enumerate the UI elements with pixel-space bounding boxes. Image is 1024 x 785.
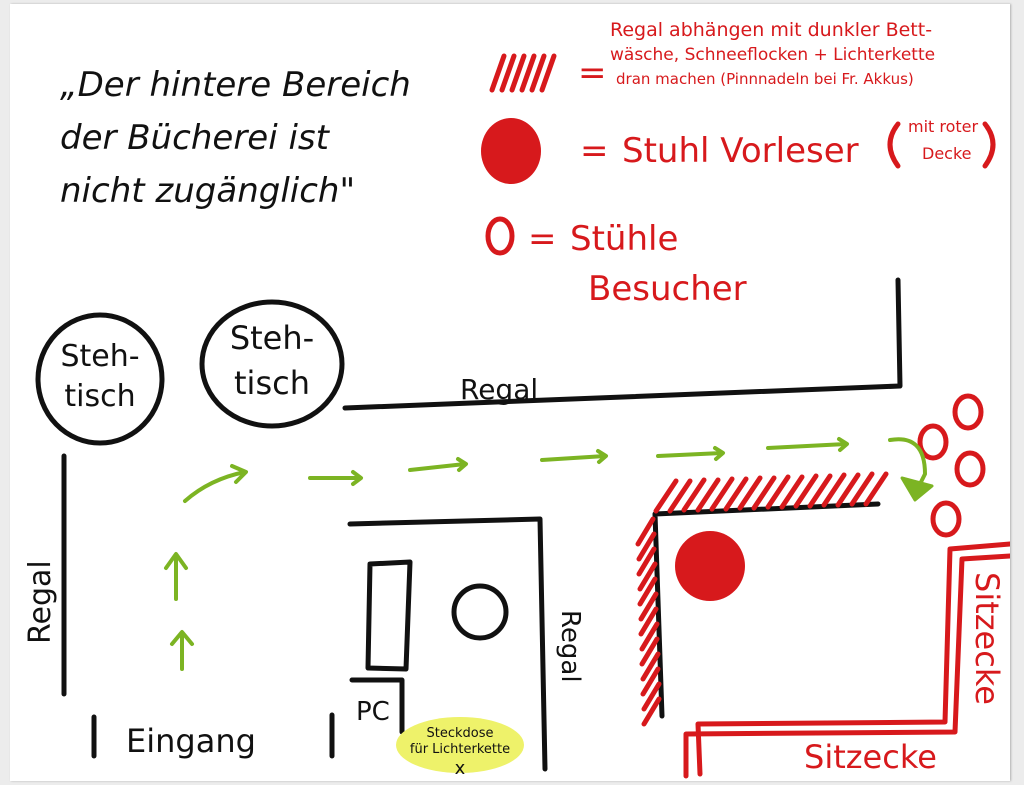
standing-table-1-label-line-1: Steh-: [60, 339, 139, 374]
path-final-curve: [888, 437, 927, 496]
visitor-chair-legend-circle: [485, 216, 515, 256]
outlet-label-line-2: für Lichterkette: [410, 742, 510, 757]
path-final-arrowhead: [900, 476, 934, 502]
pc-corner: [349, 677, 405, 735]
seating-corner-bottom-label: Sitzecke: [804, 738, 937, 776]
whiteboard-page: „Der hintere Bereich der Bücherei ist ni…: [10, 4, 1013, 781]
note-open-paren: [887, 121, 901, 169]
visitor-chair-label-line-2: Besucher: [588, 269, 747, 309]
middle-round-object: [451, 583, 509, 641]
visitor-chair-2: [917, 423, 949, 461]
reading-corner: Sitzecke Sitzecke: [675, 393, 1013, 779]
reader-note-line-1: mit roter: [908, 117, 979, 136]
outlet-marker: x: [455, 758, 466, 779]
hatch-equals-sign: =: [578, 53, 607, 93]
pc-desk: [365, 559, 413, 672]
path-dash-5: [766, 437, 849, 452]
top-shelf-wall: [342, 277, 903, 411]
reader-chair-label: Stuhl Vorleser: [622, 131, 859, 171]
path-arrow-up-1-head: [170, 630, 194, 646]
seating-corner-outline-inner: [695, 541, 1013, 777]
entrance-label: Eingang: [126, 722, 256, 760]
path-dash-3: [540, 449, 608, 464]
quote-line-3: nicht zugänglich": [60, 171, 355, 211]
standing-table-1-label-line-2: tisch: [64, 379, 135, 414]
standing-table-1: [35, 312, 165, 446]
left-shelf-label: Regal: [23, 560, 58, 644]
visitor-chair-label-line-1: Stühle: [570, 219, 678, 259]
hatching-left-shelf: [635, 516, 662, 727]
path-arrow-up-2-head: [164, 552, 188, 570]
middle-shelf-block: [347, 516, 548, 772]
reading-corner-shelf-outline: [652, 501, 881, 719]
visitor-equals-sign: =: [528, 219, 557, 259]
standing-table-2-label-line-2: tisch: [234, 364, 310, 402]
note-close-paren: [982, 121, 996, 169]
outlet-highlight: [396, 717, 524, 773]
visitor-chair-1: [952, 393, 984, 431]
middle-shelf-label: Regal: [555, 610, 585, 683]
quote-block: „Der hintere Bereich der Bücherei ist ni…: [60, 65, 411, 211]
decorated-shelf-hatching: [635, 471, 889, 727]
hatch-description-line-1: Regal abhängen mit dunkler Bett-: [610, 19, 932, 41]
floorplan-structure: Steh- tisch Steh- tisch Regal Regal Eing…: [23, 277, 903, 779]
reader-note-line-2: Decke: [922, 144, 972, 163]
standing-table-2: [199, 299, 345, 429]
standing-table-2-label-line-1: Steh-: [230, 319, 314, 357]
pc-label: PC: [356, 697, 390, 727]
path-curve-head: [230, 464, 248, 484]
top-shelf-label: Regal: [460, 373, 538, 406]
quote-line-2: der Bücherei ist: [60, 118, 331, 158]
reader-chair-legend-dot: [481, 118, 541, 184]
visitor-chair-3: [954, 450, 986, 488]
seating-corner-right-label: Sitzecke: [968, 572, 1006, 705]
outlet-label-line-1: Steckdose: [427, 726, 494, 741]
hatching-top-shelf: [653, 471, 889, 514]
path-curve: [183, 470, 247, 503]
visitor-chair-4: [930, 500, 962, 538]
reader-equals-sign: =: [580, 131, 609, 171]
seating-corner-outline-outer: [683, 553, 1013, 779]
path-dash-4: [656, 446, 725, 461]
path-dash-2: [408, 457, 468, 472]
path-dash-1: [308, 470, 363, 486]
floorplan-sketch: „Der hintere Bereich der Bücherei ist ni…: [23, 19, 1013, 779]
visitor-path: [164, 437, 934, 671]
legend: = Regal abhängen mit dunkler Bett- wäsch…: [481, 19, 996, 309]
hatch-description-line-3: dran machen (Pinnnadeln bei Fr. Akkus): [616, 70, 914, 88]
hatch-description-line-2: wäsche, Schneeflocken + Lichterkette: [610, 45, 935, 65]
hatch-legend-symbol: [489, 53, 557, 93]
quote-line-1: „Der hintere Bereich: [60, 65, 411, 105]
reader-chair-dot: [675, 531, 745, 601]
